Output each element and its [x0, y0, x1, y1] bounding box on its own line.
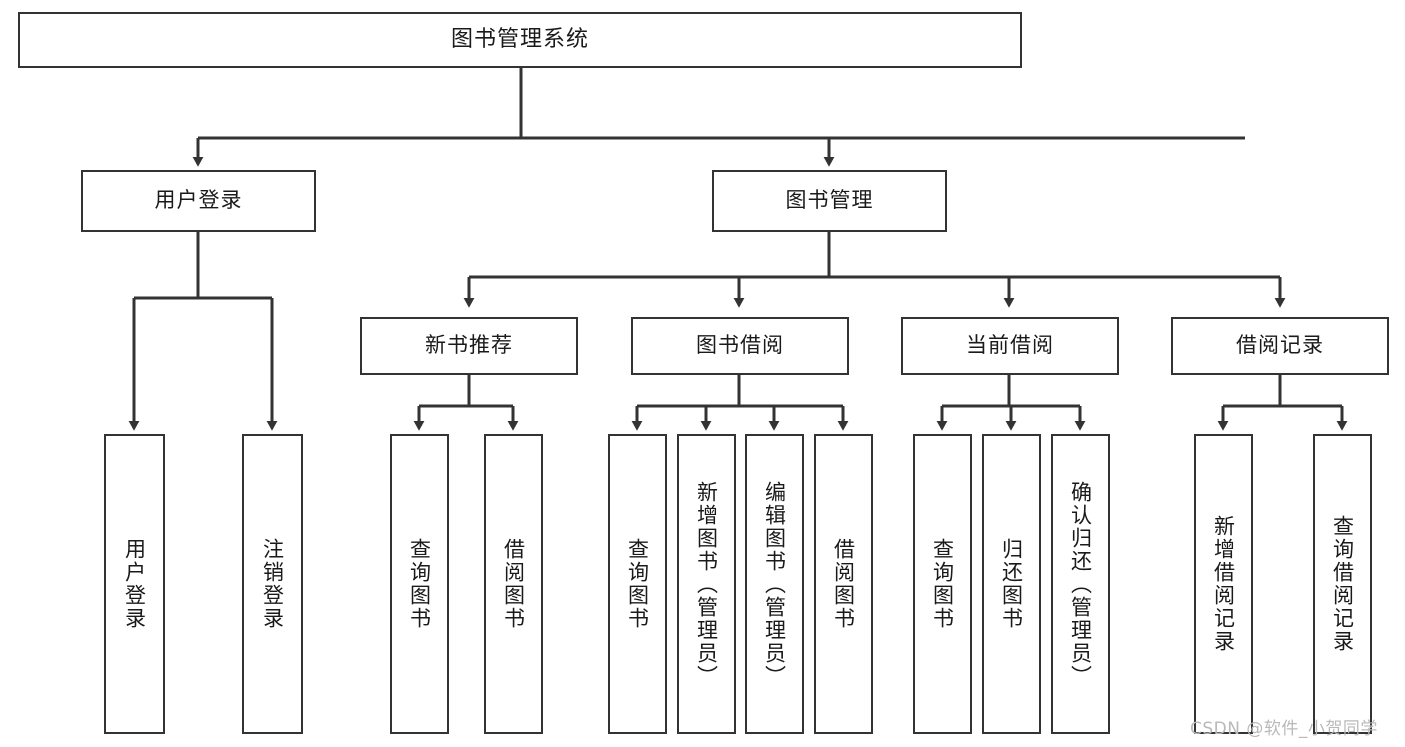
leaf-current-confirm-return-admin[interactable]: 确认归还（管理员） [1051, 434, 1110, 734]
leaf-recommend-borrow-book[interactable]: 借阅图书 [484, 434, 543, 734]
node-label: 新增借阅记录 [1211, 515, 1236, 653]
node-label: 编辑图书（管理员） [762, 480, 787, 688]
node-label: 图书借阅 [696, 333, 784, 358]
node-label: 借阅图书 [831, 538, 856, 630]
leaf-user-login[interactable]: 用户登录 [104, 434, 165, 734]
leaf-record-query-record[interactable]: 查询借阅记录 [1313, 434, 1372, 734]
leaf-borrow-query-book[interactable]: 查询图书 [608, 434, 667, 734]
leaf-user-logout[interactable]: 注销登录 [242, 434, 303, 734]
leaf-current-return-book[interactable]: 归还图书 [982, 434, 1041, 734]
node-label: 借阅图书 [501, 538, 526, 630]
node-label: 查询图书 [930, 538, 955, 630]
node-label: 当前借阅 [966, 333, 1054, 358]
node-borrow-record[interactable]: 借阅记录 [1171, 317, 1389, 375]
node-book-management[interactable]: 图书管理 [712, 170, 947, 232]
node-label: 查询图书 [407, 538, 432, 630]
node-root-system[interactable]: 图书管理系统 [18, 12, 1022, 68]
leaf-borrow-edit-book-admin[interactable]: 编辑图书（管理员） [745, 434, 804, 734]
node-user-login[interactable]: 用户登录 [81, 170, 316, 232]
node-label: 注销登录 [260, 538, 285, 630]
node-label: 图书管理系统 [450, 26, 589, 52]
node-label: 查询图书 [625, 538, 650, 630]
node-label: 借阅记录 [1236, 333, 1324, 358]
node-label: 新书推荐 [425, 333, 513, 358]
node-label: 确认归还（管理员） [1068, 480, 1093, 688]
leaf-recommend-query-book[interactable]: 查询图书 [390, 434, 449, 734]
node-label: 图书管理 [785, 188, 874, 213]
node-label: 归还图书 [999, 538, 1024, 630]
node-label: 用户登录 [122, 538, 147, 630]
node-new-book-recommend[interactable]: 新书推荐 [360, 317, 578, 375]
leaf-borrow-borrow-book[interactable]: 借阅图书 [814, 434, 873, 734]
leaf-borrow-add-book-admin[interactable]: 新增图书（管理员） [677, 434, 736, 734]
node-label: 查询借阅记录 [1330, 515, 1355, 653]
node-current-borrow[interactable]: 当前借阅 [901, 317, 1119, 375]
leaf-record-add-record[interactable]: 新增借阅记录 [1194, 434, 1253, 734]
node-label: 新增图书（管理员） [694, 480, 719, 688]
watermark-text: CSDN @软件_小贺同学 [1190, 719, 1378, 739]
leaf-current-query-book[interactable]: 查询图书 [913, 434, 972, 734]
node-book-borrow[interactable]: 图书借阅 [631, 317, 849, 375]
node-label: 用户登录 [154, 188, 243, 213]
